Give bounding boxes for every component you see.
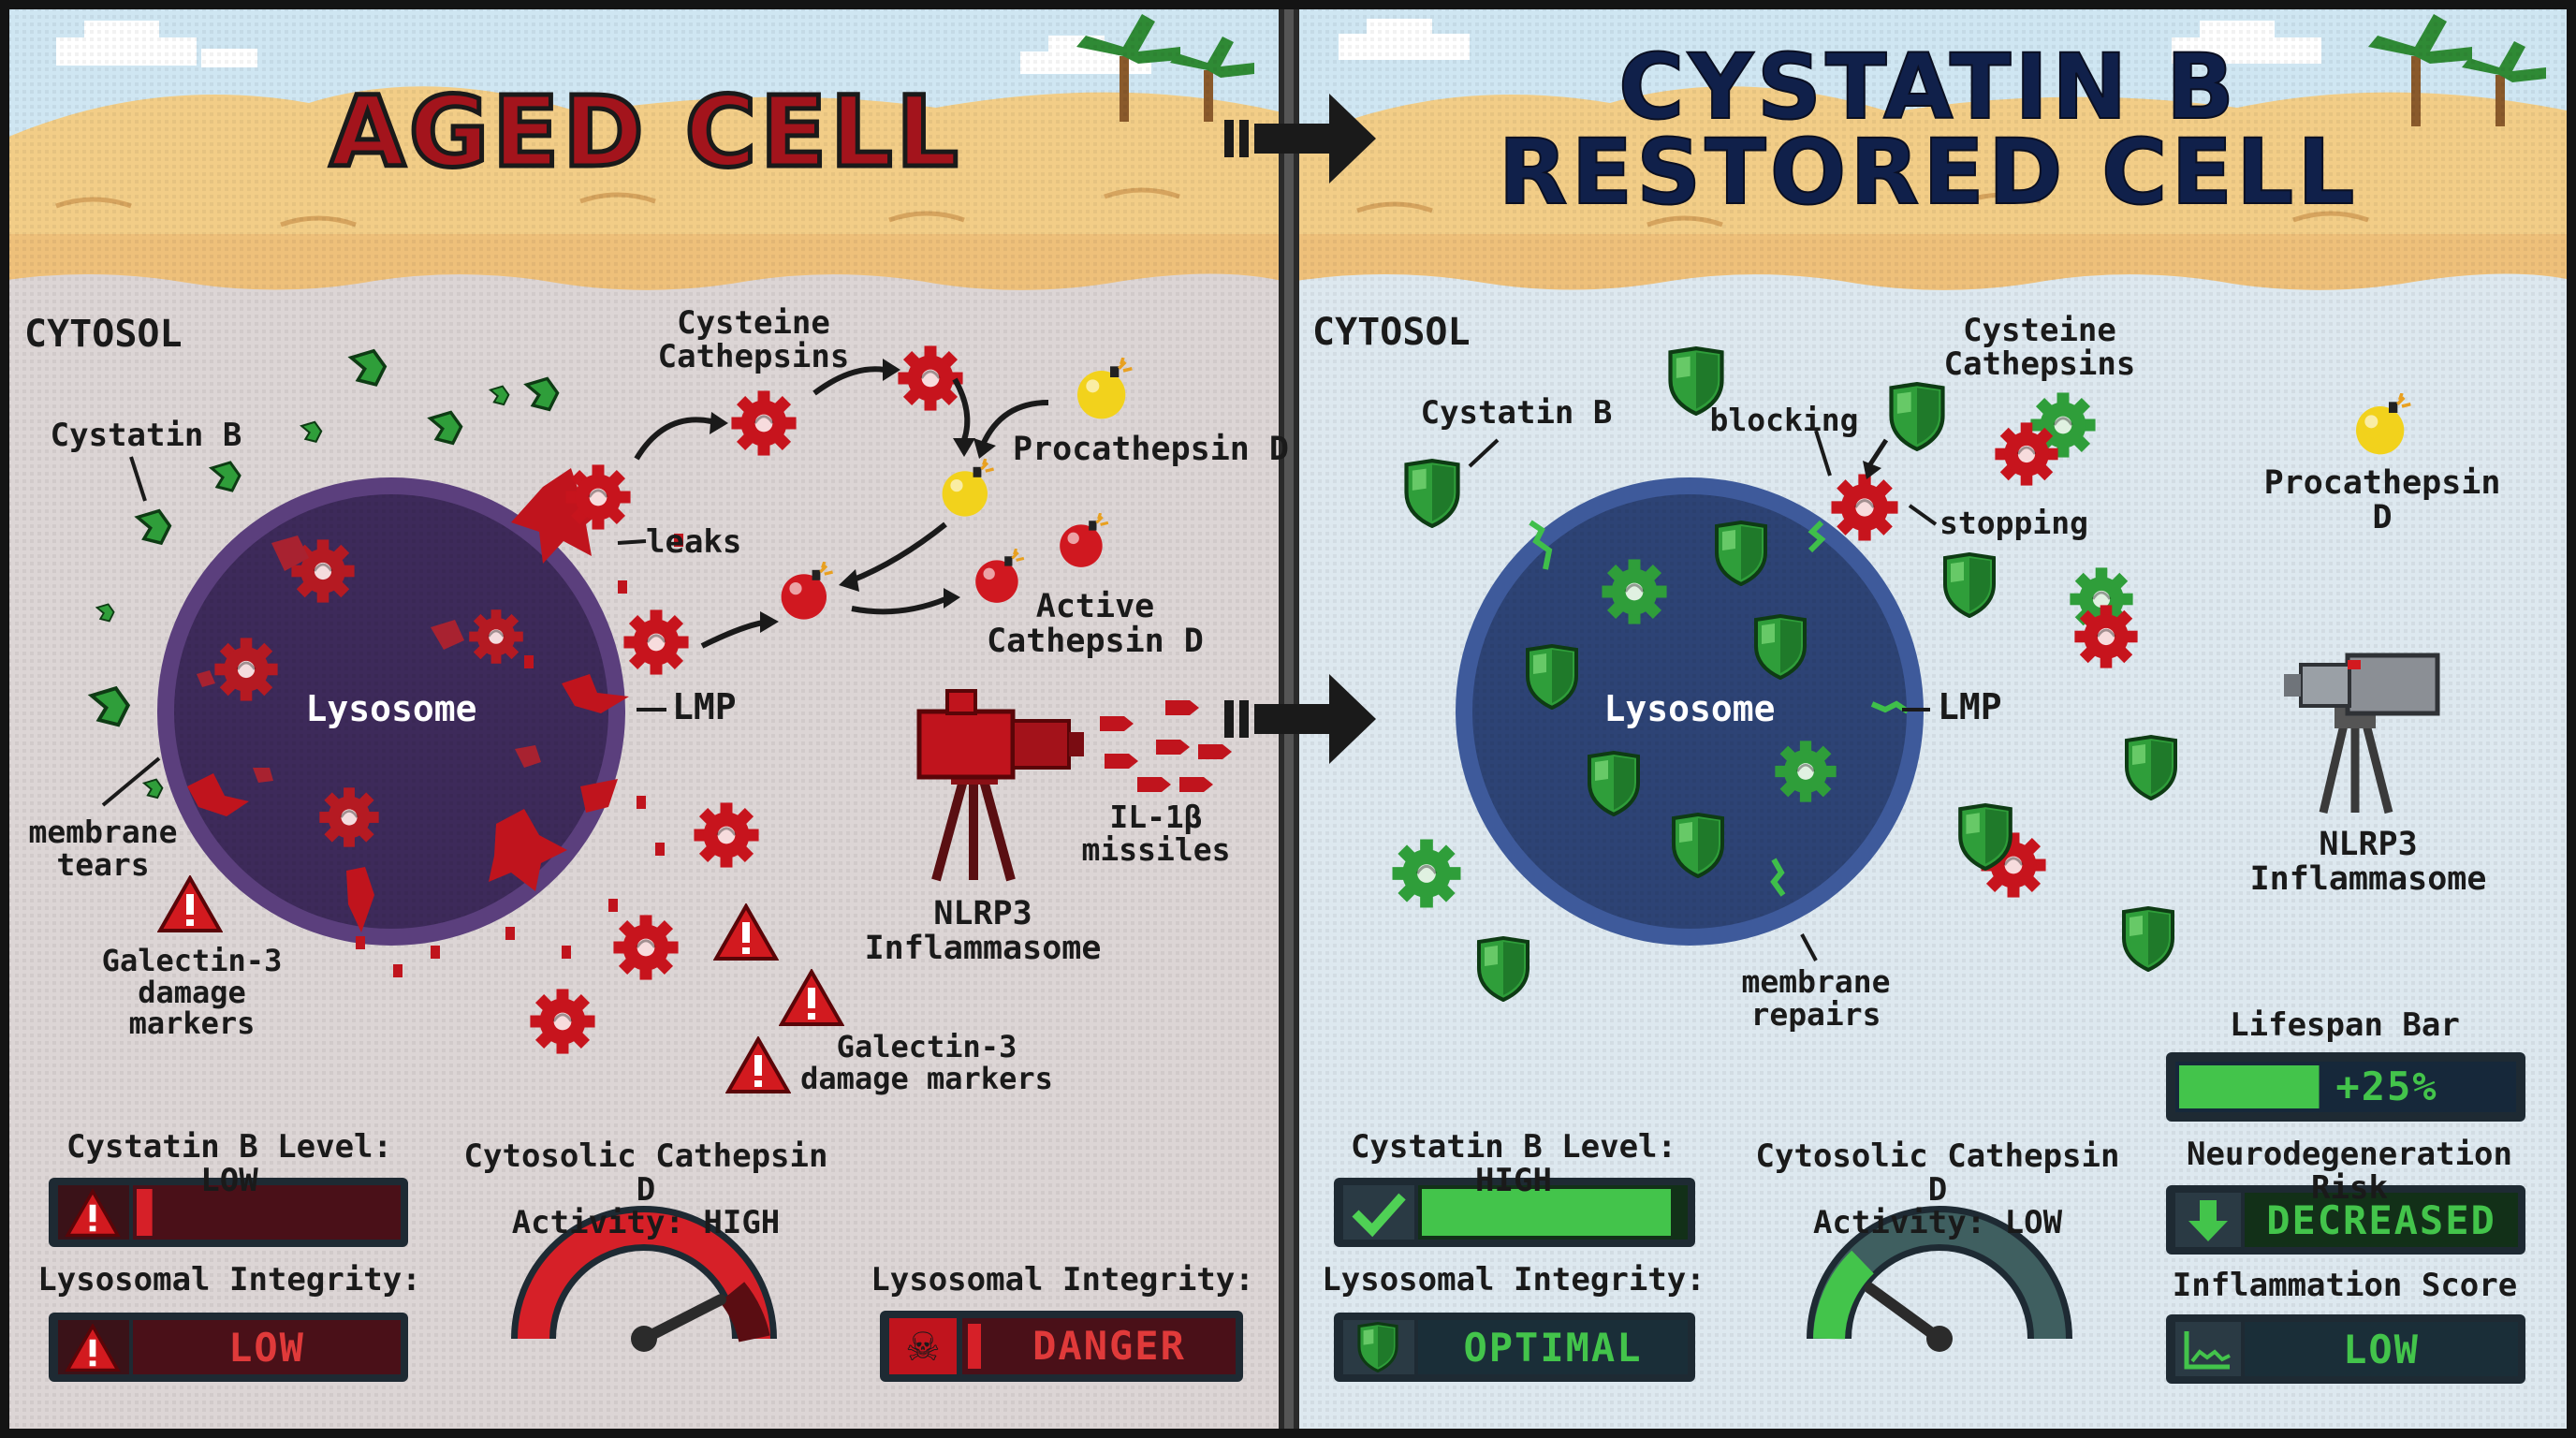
neuro-risk-value: DECREASED [2266, 1197, 2496, 1243]
left-cystatin-fill [137, 1189, 153, 1236]
right-gauge-label: Cytosolic Cathepsin D Activity: LOW [1755, 1137, 2120, 1242]
nlrp3-cannon-inactive [2284, 653, 2440, 814]
right-cysteine-cathepsins-label: Cysteine Cathepsins [1943, 312, 2136, 383]
left-cystatin-b-label: Cystatin B [50, 417, 242, 454]
right-integrity-widget [1334, 1313, 1695, 1382]
right-cytosol-label: CYTOSOL [1312, 311, 1471, 354]
left-cytosol-label: CYTOSOL [24, 313, 183, 356]
right-integrity-value: OPTIMAL [1463, 1325, 1643, 1371]
left-integrity-widget [49, 1313, 408, 1382]
left-lmp-label: LMP [672, 686, 737, 727]
transition-arrow-top [1224, 94, 1376, 183]
left-cystatin-level-label: Cystatin B Level: LOW [66, 1128, 392, 1199]
lifespan-label: Lifespan Bar [2230, 1006, 2460, 1044]
right-lysosome-label: Lysosome [1603, 688, 1776, 729]
right-cystatin-bar-widget [1334, 1178, 1695, 1247]
neuro-risk-label: Neurodegeneration Risk [2187, 1136, 2512, 1207]
right-title: CYSTATIN B RESTORED CELL [1498, 35, 2359, 226]
left-cystatin-bar-widget [49, 1178, 408, 1247]
right-procathepsin-d-label: Procathepsin D [2263, 464, 2501, 536]
right-leader-lines [1468, 430, 1938, 961]
left-cysteine-cathepsins-label: Cysteine Cathepsins [657, 304, 850, 375]
right-cystatin-fill [1422, 1189, 1671, 1236]
inflammation-widget [2166, 1314, 2525, 1384]
lifespan-value: +25% [2335, 1064, 2438, 1109]
aged-lysosome [157, 477, 625, 946]
active-cathepsin-d-label: Active Cathepsin D [987, 588, 1204, 660]
galectin-left-label: Galectin-3 damage markers [101, 943, 283, 1042]
left-procathepsin-d-label: Procathepsin D [1013, 431, 1290, 468]
lysosome-debris [197, 536, 541, 783]
svg-text:☠: ☠ [905, 1324, 941, 1370]
left-danger-value: DANGER [1032, 1323, 1186, 1369]
left-gauge-needle [638, 1294, 726, 1344]
leaks-label: leaks [646, 523, 742, 561]
left-pathway-arrows [634, 366, 1049, 649]
lifespan-fill [2179, 1065, 2320, 1108]
inflammation-value: LOW [2343, 1327, 2420, 1372]
inflammation-label: Inflammation Score [2172, 1267, 2518, 1304]
restored-lysosome [1456, 477, 1924, 946]
membrane-tears-label: membrane tears [28, 814, 178, 883]
left-gauge-label: Cytosolic Cathepsin D Activity: HIGH [463, 1137, 828, 1242]
left-integrity2-label: Lysosomal Integrity: [871, 1261, 1254, 1299]
left-arrowheads [710, 359, 996, 633]
galectin-right-label: Galectin-3 damage markers [800, 1029, 1053, 1096]
right-lmp-label: LMP [1938, 686, 2002, 727]
neuro-risk-widget [2166, 1185, 2525, 1255]
nlrp3-cannon-active [916, 689, 1084, 882]
left-title: AGED CELL [328, 75, 962, 189]
left-leader-lines [101, 456, 666, 807]
left-danger-widget: ☠ [880, 1311, 1243, 1382]
right-nlrp3-label: NLRP3 Inflammasome [2249, 826, 2487, 898]
transition-arrow-middle [1224, 674, 1376, 764]
membrane-repairs-label: membrane repairs [1741, 963, 1891, 1033]
right-cystatin-level-label: Cystatin B Level: HIGH [1351, 1128, 1676, 1199]
left-integrity-label: Lysosomal Integrity: [37, 1261, 421, 1299]
membrane-tear-splatter [187, 468, 683, 977]
blocking-arrow [1863, 438, 1889, 479]
blocking-label: blocking [1709, 402, 1859, 438]
lifespan-bar-widget [2166, 1052, 2525, 1122]
right-integrity-label: Lysosomal Integrity: [1322, 1261, 1705, 1299]
right-activity-gauge [1807, 1206, 2072, 1352]
right-cystatin-b-label: Cystatin B [1420, 394, 1613, 432]
left-activity-gauge [511, 1206, 777, 1352]
stopping-label: stopping [1939, 505, 2088, 541]
right-gauge-needle [1864, 1282, 1945, 1344]
il1b-missiles-label: IL-1β missiles [1081, 799, 1231, 868]
il1b-missiles [1100, 700, 1232, 792]
left-integrity-value: LOW [228, 1325, 305, 1371]
left-lysosome-label: Lysosome [305, 688, 477, 729]
left-nlrp3-label: NLRP3 Inflammasome [864, 895, 1102, 967]
